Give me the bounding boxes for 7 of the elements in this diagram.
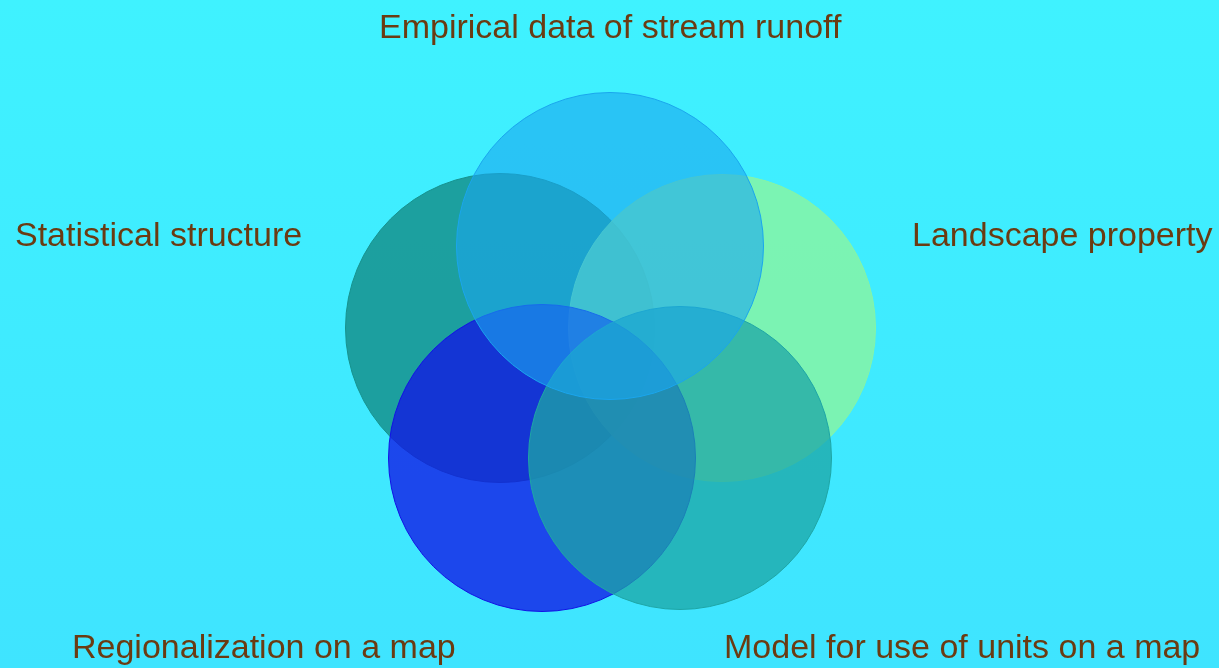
- venn-circle: [456, 92, 764, 400]
- circle-label: Landscape property: [912, 214, 1213, 254]
- circle-label: Empirical data of stream runoff: [379, 6, 842, 46]
- circle-label: Model for use of units on a map: [724, 626, 1201, 666]
- circle-label: Regionalization on a map: [72, 626, 456, 666]
- circle-label: Statistical structure: [15, 214, 303, 254]
- venn-circle: [528, 306, 832, 610]
